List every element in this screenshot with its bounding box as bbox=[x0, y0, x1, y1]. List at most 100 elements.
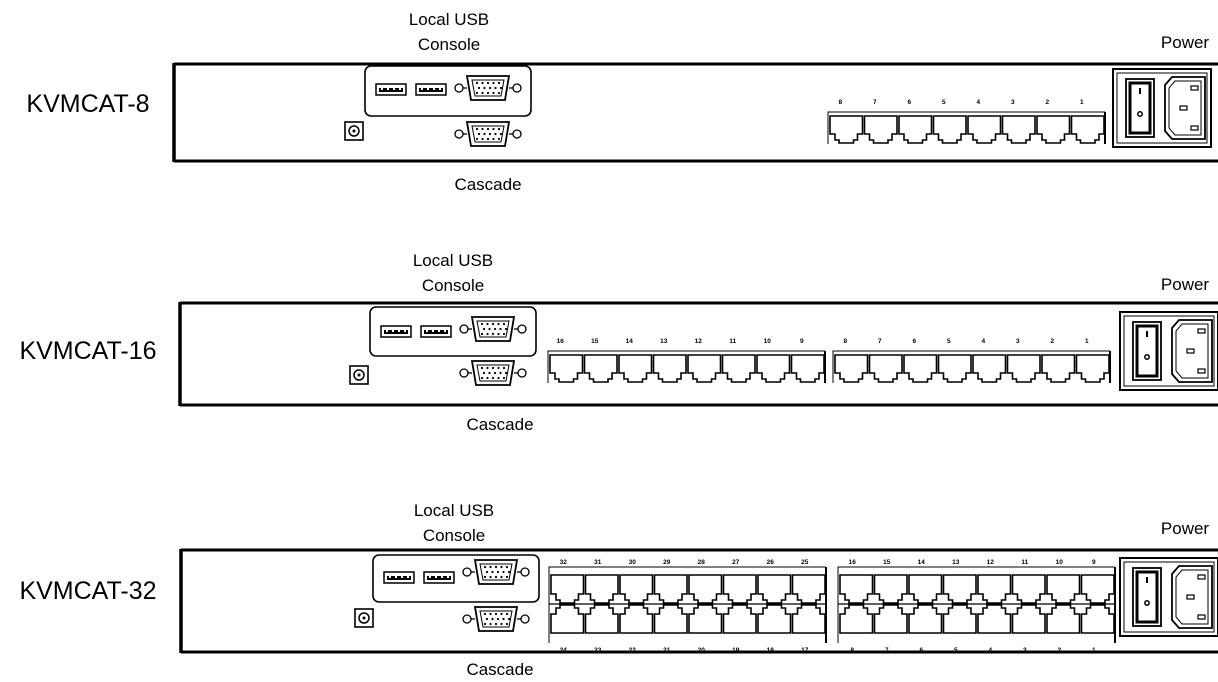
rj45-port-2 bbox=[1041, 354, 1076, 383]
port-number: 28 bbox=[698, 559, 706, 566]
rj45-port-1 bbox=[1070, 115, 1105, 144]
dc-power-jack bbox=[349, 365, 369, 385]
power-label: Power bbox=[1161, 519, 1210, 538]
port-number: 12 bbox=[987, 559, 995, 566]
cascade-vga-port bbox=[459, 360, 527, 386]
rj45-port-shape bbox=[550, 604, 585, 634]
port-number: 7 bbox=[885, 647, 889, 654]
rj45-port-3 bbox=[1006, 354, 1041, 383]
rj45-port-shape bbox=[688, 604, 723, 634]
rj45-port-22 bbox=[619, 604, 654, 634]
port-number: 7 bbox=[873, 99, 877, 106]
console-vga-port bbox=[454, 75, 522, 101]
ac-inlet bbox=[1171, 319, 1213, 383]
model-label: KVMCAT-8 bbox=[26, 90, 149, 118]
port-number: 1 bbox=[1080, 99, 1084, 106]
rj45-port-shape bbox=[584, 604, 619, 634]
power-module bbox=[1119, 557, 1218, 637]
rear-panel bbox=[172, 62, 1218, 163]
rj45-port-shape bbox=[653, 604, 688, 634]
port-number: 2 bbox=[1045, 99, 1049, 106]
cascade-vga-port bbox=[462, 606, 530, 632]
power-module bbox=[1119, 311, 1218, 391]
port-number: 25 bbox=[801, 559, 809, 566]
rear-panel bbox=[179, 548, 1218, 654]
rj45-port-13 bbox=[652, 354, 687, 383]
port-number: 2 bbox=[1050, 338, 1054, 345]
console-label-line2: Console bbox=[423, 526, 485, 545]
port-number: 9 bbox=[1092, 559, 1096, 566]
port-number: 13 bbox=[660, 338, 668, 345]
port-number: 26 bbox=[767, 559, 775, 566]
rj45-port-3 bbox=[1011, 604, 1046, 634]
port-number: 10 bbox=[1056, 559, 1064, 566]
rj45-port-30 bbox=[619, 574, 654, 604]
rj45-port-25 bbox=[791, 574, 826, 604]
rj45-port-4 bbox=[967, 115, 1002, 144]
rj45-port-16 bbox=[839, 574, 874, 604]
rj45-port-15 bbox=[583, 354, 618, 383]
rear-panel bbox=[178, 301, 1218, 407]
power-switch bbox=[1125, 78, 1155, 138]
rj45-port-16 bbox=[549, 354, 584, 383]
port-number: 11 bbox=[729, 338, 736, 345]
port-number: 6 bbox=[912, 338, 916, 345]
rj45-port-21 bbox=[653, 604, 688, 634]
port-number: 3 bbox=[1023, 647, 1027, 654]
console-vga-port bbox=[462, 559, 530, 585]
port-number: 5 bbox=[947, 338, 951, 345]
port-number: 5 bbox=[942, 99, 946, 106]
rj45-port-shape bbox=[977, 604, 1012, 634]
console-label-line2: Console bbox=[422, 276, 484, 295]
rj45-port-5 bbox=[937, 354, 972, 383]
port-number: 4 bbox=[988, 647, 992, 654]
usb-port bbox=[380, 325, 412, 338]
console-vga-port bbox=[459, 316, 527, 342]
port-number: 16 bbox=[849, 559, 857, 566]
rj45-port-6 bbox=[898, 115, 933, 144]
rj45-port-shape bbox=[1011, 604, 1046, 634]
rj45-port-shape bbox=[791, 604, 826, 634]
rj45-port-11 bbox=[1011, 574, 1046, 604]
rj45-port-13 bbox=[942, 574, 977, 604]
dc-power-jack bbox=[354, 608, 374, 628]
ac-inlet bbox=[1171, 565, 1213, 629]
rj45-port-19 bbox=[722, 604, 757, 634]
rj45-port-11 bbox=[721, 354, 756, 383]
port-number: 3 bbox=[1011, 99, 1015, 106]
port-number: 12 bbox=[695, 338, 703, 345]
rj45-port-shape bbox=[1080, 604, 1115, 634]
rj45-port-3 bbox=[1001, 115, 1036, 144]
port-number: 29 bbox=[663, 559, 671, 566]
rj45-port-32 bbox=[550, 574, 585, 604]
rj45-port-8 bbox=[834, 354, 869, 383]
port-number: 8 bbox=[843, 338, 847, 345]
port-number: 31 bbox=[594, 559, 602, 566]
rj45-port-20 bbox=[688, 604, 723, 634]
power-module bbox=[1112, 68, 1212, 148]
cascade-label: Cascade bbox=[454, 175, 521, 194]
rj45-port-14 bbox=[618, 354, 653, 383]
port-number: 1 bbox=[1092, 647, 1096, 654]
rj45-port-shape bbox=[722, 604, 757, 634]
port-number: 21 bbox=[663, 647, 671, 654]
rj45-port-23 bbox=[584, 604, 619, 634]
rj45-port-7 bbox=[868, 354, 903, 383]
rj45-port-shape bbox=[619, 604, 654, 634]
rj45-port-12 bbox=[977, 574, 1012, 604]
rj45-port-6 bbox=[903, 354, 938, 383]
port-number: 9 bbox=[800, 338, 804, 345]
port-number: 7 bbox=[878, 338, 882, 345]
rj45-port-shape bbox=[1046, 604, 1081, 634]
usb-port bbox=[415, 83, 447, 96]
cascade-label: Cascade bbox=[466, 660, 533, 679]
rj45-port-12 bbox=[687, 354, 722, 383]
rj45-port-1 bbox=[1080, 604, 1115, 634]
rj45-port-shape bbox=[757, 604, 792, 634]
rj45-port-17 bbox=[791, 604, 826, 634]
rj45-port-4 bbox=[977, 604, 1012, 634]
power-label: Power bbox=[1161, 33, 1210, 52]
